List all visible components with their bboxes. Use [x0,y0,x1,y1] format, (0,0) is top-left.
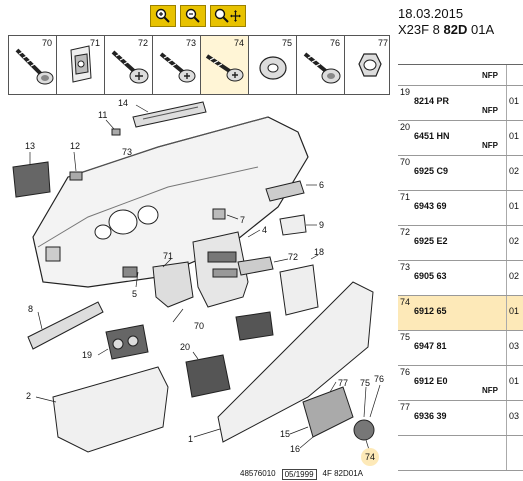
zoom-in-button[interactable] [150,5,176,27]
screw-73-icon [159,52,196,83]
clip-71-icon [70,45,92,83]
parts-row[interactable]: NFP [398,65,523,86]
callout-70[interactable]: 70 [194,321,204,331]
callout-6[interactable]: 6 [319,180,324,190]
callout-15[interactable]: 15 [280,429,290,439]
part-cell-77[interactable]: 77 [345,36,392,94]
part-number: 76 [329,38,340,48]
zoom-out-button[interactable] [180,5,206,27]
zoom-out-icon [185,8,200,23]
callout-9[interactable]: 9 [319,220,324,230]
part-number: 75 [281,38,292,48]
part-cell-72[interactable]: 72 [105,36,153,94]
footer-code: 48576010 [240,469,276,478]
callout-18[interactable]: 18 [314,247,324,257]
screw-76-icon [303,52,341,84]
zoom-fit-icon [214,8,241,23]
parts-row-19[interactable]: 19 8214 PR NFP 01 [398,86,523,121]
callout-13[interactable]: 13 [25,141,35,151]
catalog-header: 18.03.2015 X23F 8 82D 01A [398,6,494,38]
callout-11[interactable]: 11 [98,110,107,120]
parts-row-75[interactable]: 75 6947 81 03 [398,331,523,366]
callout-7[interactable]: 7 [240,215,245,225]
callout-72[interactable]: 72 [288,252,298,262]
callout-20[interactable]: 20 [180,342,190,352]
parts-row-20[interactable]: 20 6451 HN NFP 01 [398,121,523,156]
parts-row-72[interactable]: 72 6925 E2 02 [398,226,523,261]
parts-row-73[interactable]: 73 6905 63 02 [398,261,523,296]
callout-2[interactable]: 2 [26,391,31,401]
callout-1[interactable]: 1 [188,434,193,444]
part-number: 74 [233,38,244,48]
callout-76[interactable]: 76 [374,374,384,384]
callout-19[interactable]: 19 [82,350,92,360]
parts-row-76[interactable]: 76 6912 E0 NFP 01 [398,366,523,401]
zoom-in-icon [155,8,170,23]
part-number: 71 [89,38,100,48]
parts-row-70[interactable]: 70 6925 C9 02 [398,156,523,191]
parts-row-77[interactable]: 77 6936 39 03 [398,401,523,436]
screw-72-icon [111,50,149,84]
nut-77-icon [358,53,382,77]
callout-73[interactable]: 73 [122,147,132,157]
callout-75[interactable]: 75 [360,378,370,388]
parts-list: NFP 19 8214 PR NFP 01 20 6451 HN NFP 01 … [398,64,523,481]
callout-12[interactable]: 12 [70,141,80,151]
callout-5[interactable]: 5 [132,289,137,299]
screw-74-icon [205,54,244,82]
catalog-code: X23F 8 82D 01A [398,22,495,37]
zoom-fit-button[interactable] [210,5,246,27]
part-number: 70 [41,38,52,48]
fastener-strip: 70 71 72 73 74 [8,35,390,95]
callout-71[interactable]: 71 [163,251,173,261]
part-cell-75[interactable]: 75 [249,36,297,94]
diagram-footer: 48576010 05/1999 4F 82D01A [240,469,363,480]
callout-16[interactable]: 16 [290,444,300,454]
callout-77[interactable]: 77 [338,378,348,388]
footer-date: 05/1999 [281,469,317,480]
part-number: 77 [377,38,388,48]
part-cell-76[interactable]: 76 [297,36,345,94]
screw-70-icon [15,48,54,85]
part-cell-70[interactable]: 70 [9,36,57,94]
callout-8[interactable]: 8 [28,304,33,314]
parts-row[interactable] [398,436,523,471]
footer-ref: 4F 82D01A [322,469,363,478]
callout-74[interactable]: 74 [365,452,375,462]
part-cell-71[interactable]: 71 [57,36,105,94]
zoom-toolbar [150,5,248,27]
parts-row-74[interactable]: 74 6912 65 01 [398,296,523,331]
part-number: 72 [137,38,148,48]
callout-4[interactable]: 4 [262,225,267,235]
part-number: 73 [185,38,196,48]
callout-14[interactable]: 14 [118,98,128,108]
part-cell-73[interactable]: 73 [153,36,201,94]
catalog-date: 18.03.2015 [398,6,464,21]
part-cell-74[interactable]: 74 [201,36,249,94]
washer-75-icon [259,56,287,80]
parts-row-71[interactable]: 71 6943 69 01 [398,191,523,226]
dashboard-exploded-diagram: 14 13 12 11 73 6 7 9 4 72 18 71 5 8 70 1… [12,98,384,466]
